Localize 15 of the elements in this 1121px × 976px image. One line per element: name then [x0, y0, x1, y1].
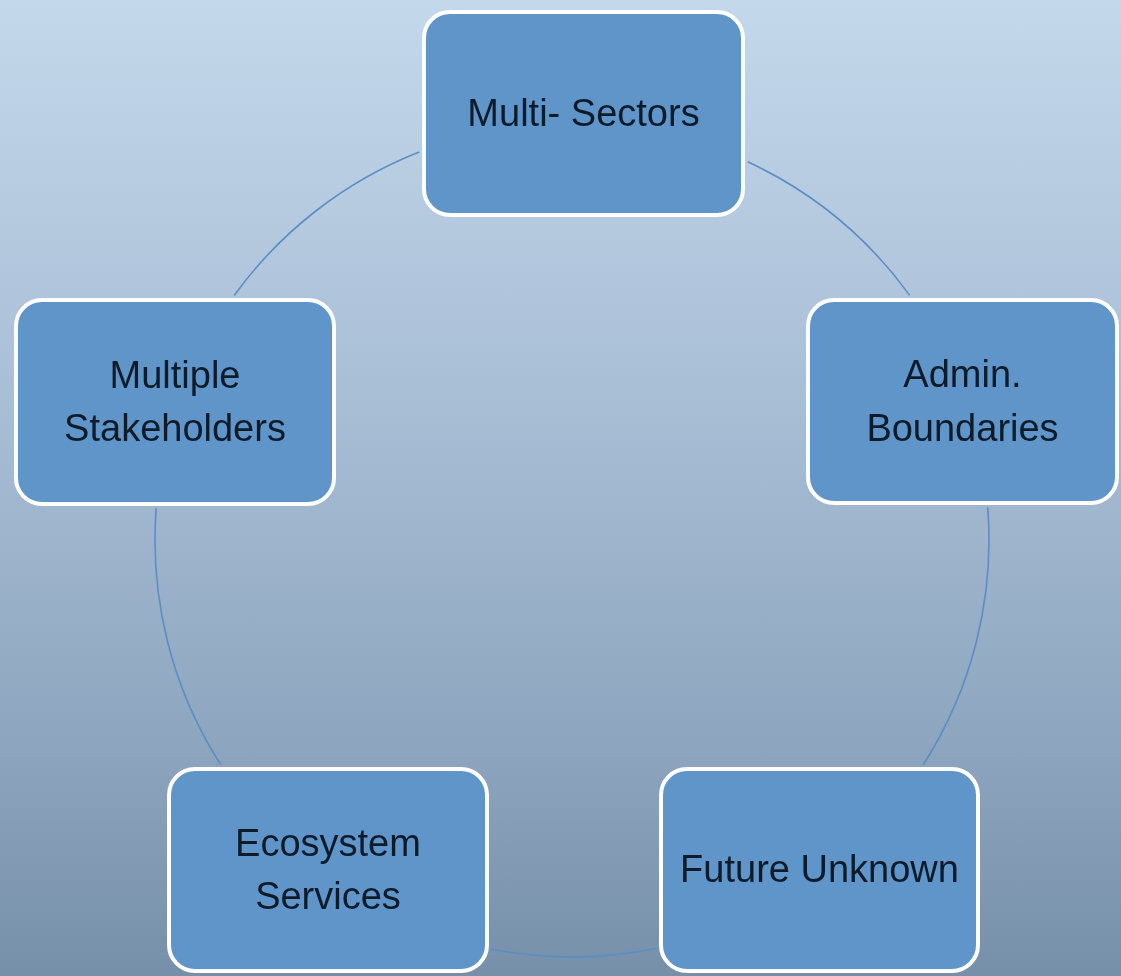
- rounded-box: [14, 298, 336, 506]
- node-label: Admin. Boundaries: [865, 352, 1060, 451]
- connector-arc: [154, 507, 222, 766]
- rounded-box: [422, 10, 745, 217]
- node-label: Multiple Stakeholders: [63, 352, 287, 451]
- rounded-box: [806, 298, 1119, 505]
- connector-arc: [490, 947, 658, 958]
- connector-arc: [746, 161, 911, 297]
- rounded-box: [659, 767, 980, 973]
- rounded-box: [167, 767, 489, 973]
- node-label: Future Unknown: [680, 847, 959, 893]
- node-label: Multi- Sectors: [467, 90, 700, 136]
- node-label: Ecosystem Services: [234, 820, 422, 919]
- connector-arc: [233, 151, 420, 297]
- connector-arc: [922, 506, 990, 766]
